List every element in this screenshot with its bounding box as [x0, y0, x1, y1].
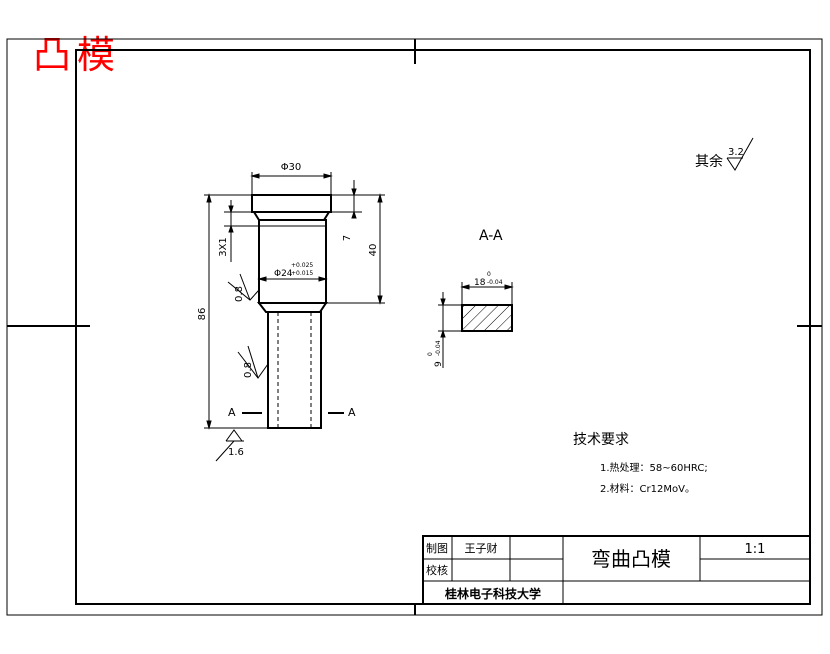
- dim-fit-diameter: [257, 276, 328, 282]
- dim-section-height-lower: -0.04: [435, 340, 442, 356]
- title-block: [422, 535, 811, 605]
- roughness-remaining: 其余 3.2: [695, 137, 754, 171]
- dim-flange-height: [326, 180, 385, 305]
- punch-thin-lines: [260, 225, 325, 428]
- notes-heading: 技术要求: [573, 432, 629, 448]
- dim-chamfer-label: 3X1: [218, 237, 229, 257]
- notes-item-1: 1.热处理：58~60HRC;: [600, 461, 708, 474]
- dim-section-width-lower: -0.04: [487, 279, 503, 286]
- outer-border: [6, 38, 823, 616]
- dim-total-length: [204, 193, 268, 430]
- scale-value: 1:1: [745, 542, 766, 557]
- dim-fit-lower-tol: +0.015: [291, 270, 313, 277]
- punch-part: [251, 194, 332, 429]
- title-block-frame: [422, 535, 811, 605]
- punch-taper: [256, 302, 328, 313]
- roughness-bottom-value: 1.6: [228, 447, 244, 458]
- roughness-bottom: [215, 429, 244, 462]
- section-marker-right: A: [348, 406, 356, 419]
- stamp-label: 凸模: [33, 33, 122, 77]
- roughness-shank: [237, 345, 269, 379]
- dim-head-diameter-label: Φ30: [281, 162, 302, 173]
- sheet-frame: [6, 38, 823, 616]
- dim-section: [438, 282, 514, 368]
- punch-flange: [252, 211, 331, 221]
- dim-flange-height-label: 7: [342, 235, 353, 241]
- roughness-remaining-value: 3.2: [728, 147, 744, 158]
- dim-fit-upper-tol: +0.025: [291, 262, 313, 269]
- drawn-by: 王子财: [465, 541, 498, 555]
- dim-section-width-upper: 0: [487, 271, 491, 278]
- checked-label: 校核: [426, 563, 448, 577]
- punch-head: [251, 194, 332, 213]
- drawn-label: 制图: [426, 542, 448, 555]
- roughness-shoulder-value: 0.8: [234, 286, 245, 302]
- dim-section-height-label: 9: [434, 361, 444, 367]
- roughness-remaining-symbol: [726, 137, 754, 171]
- dim-total-length-label: 86: [197, 308, 208, 321]
- dim-fit-diameter-label: Φ24: [274, 269, 293, 279]
- dim-head-diameter: [250, 172, 333, 195]
- notes-item-2: 2.材料：Cr12MoV。: [600, 482, 695, 495]
- dim-section-height-upper: 0: [427, 352, 434, 356]
- roughness-remaining-label: 其余: [695, 153, 723, 170]
- section-title: A-A: [479, 228, 503, 244]
- dim-section-width-label: 18: [474, 278, 486, 288]
- part-name: 弯曲凸模: [591, 547, 671, 571]
- school-name: 桂林电子科技大学: [444, 586, 541, 601]
- punch-shank: [267, 311, 322, 429]
- dim-shoulder-length-label: 40: [368, 244, 379, 257]
- roughness-shank-value: 0.8: [243, 362, 254, 378]
- roughness-shoulder: [227, 273, 260, 301]
- section-marker-left: A: [228, 406, 236, 419]
- section-view: [461, 304, 513, 332]
